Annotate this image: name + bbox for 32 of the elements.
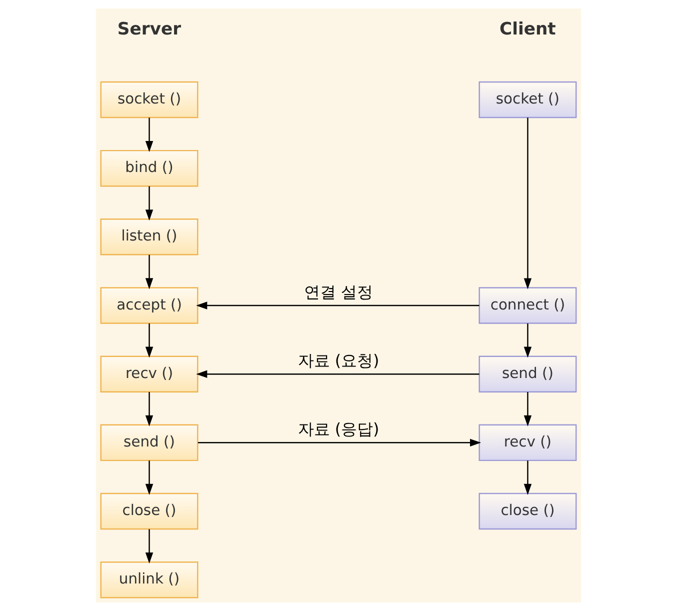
arrow (144, 323, 153, 358)
edge-label: 자료 (요청) (297, 351, 379, 370)
node-box: bind () (100, 150, 198, 187)
node-box: close () (478, 492, 576, 530)
arrow (196, 302, 479, 310)
arrow (523, 392, 532, 426)
arrow (197, 438, 481, 447)
arrow (144, 460, 153, 495)
arrow (523, 323, 532, 358)
node-box: accept () (100, 287, 198, 324)
arrow (523, 460, 532, 495)
node-box: send () (478, 356, 576, 392)
node-box: socket () (478, 81, 576, 118)
label: Client (499, 19, 556, 40)
arrow (144, 254, 153, 290)
node-box: unlink () (100, 561, 198, 598)
node-box: close () (100, 492, 198, 530)
node-box: socket () (100, 81, 198, 118)
node-box: connect () (478, 287, 576, 324)
node-box: recv () (100, 356, 198, 392)
arrow (144, 529, 153, 564)
arrow (144, 186, 153, 221)
arrow (144, 392, 153, 426)
arrow (523, 118, 532, 290)
label: Server (116, 19, 181, 40)
edge-label: 자료 (응답) (297, 420, 379, 439)
arrow (196, 370, 479, 378)
node-box: send () (100, 424, 198, 462)
node-box: recv () (478, 424, 576, 462)
edge-label: 연결 설정 (303, 282, 373, 302)
node-box: listen () (100, 218, 198, 256)
arrow (144, 118, 153, 152)
